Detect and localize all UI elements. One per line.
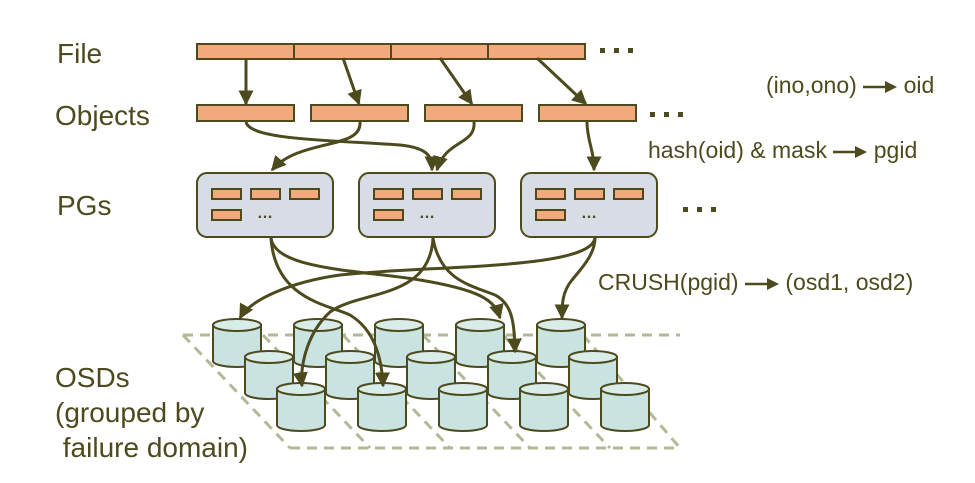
placement-group: … (358, 172, 496, 238)
pg-object (412, 188, 443, 200)
arrow (244, 121, 440, 172)
label-pgs: PGs (57, 190, 112, 221)
pg-object (451, 188, 482, 200)
arrow (433, 121, 476, 172)
annotation-crush-left: CRUSH(pgid) (598, 269, 739, 295)
pg-object (289, 188, 320, 200)
osd-body (357, 388, 407, 432)
osd-top (374, 318, 424, 332)
file-segment (487, 43, 586, 60)
arrow (269, 237, 504, 320)
pg-object (211, 209, 242, 221)
file-segment (390, 43, 489, 60)
osd-cylinder (438, 382, 488, 432)
label-objects: Objects (55, 100, 150, 131)
ellipsis-dots (600, 48, 716, 212)
label-osds-grouped: (grouped by (55, 397, 205, 428)
arrow (270, 121, 362, 172)
osd-top (325, 350, 375, 364)
osd-body (519, 388, 569, 432)
arrow (431, 237, 522, 354)
annotation-ino-to-oid: (ino,ono) oid (766, 72, 934, 98)
arrow-right-icon (744, 277, 779, 291)
osds (212, 318, 650, 432)
pg-object (373, 209, 404, 221)
object-block (196, 104, 295, 122)
annotation-hash-left: hash(oid) & mask (648, 137, 827, 163)
pgs-row: … … … (196, 172, 658, 238)
arrow (269, 237, 390, 388)
osd-top (406, 350, 456, 364)
osd-body (276, 388, 326, 432)
grid-divider (181, 333, 292, 450)
osd-top (455, 318, 505, 332)
label-osds-failure-domain: failure domain) (55, 432, 248, 463)
osd-cylinder (600, 382, 650, 432)
pg-object (613, 188, 644, 200)
osd-top (600, 382, 650, 396)
object-to-pg-arrows (244, 121, 602, 172)
arrow (292, 237, 435, 388)
file-ellipsis (600, 48, 633, 53)
pg-object (250, 188, 281, 200)
osd-top (244, 350, 294, 364)
placement-group: … (520, 172, 658, 238)
annotation-ino-right: oid (903, 72, 935, 98)
label-file: File (57, 38, 103, 69)
annotation-hash-to-pgid: hash(oid) & mask pgid (648, 137, 917, 163)
osd-cylinder (276, 382, 326, 432)
object-block (538, 104, 637, 122)
objects-row (196, 104, 637, 122)
arrow (585, 121, 602, 172)
osd-top (212, 318, 262, 332)
annotation-hash-right: pgid (873, 137, 918, 163)
pgs-ellipsis (683, 207, 716, 212)
file-to-object-arrows (238, 56, 588, 106)
arrow (554, 237, 597, 320)
osd-top (519, 382, 569, 396)
pg-object (574, 188, 605, 200)
pg-object (535, 188, 566, 200)
object-block (424, 104, 523, 122)
arrow (438, 57, 474, 106)
placement-group: … (196, 172, 334, 238)
file-segment (196, 43, 295, 60)
osd-top (487, 350, 537, 364)
pg-to-osd-arrows (238, 237, 597, 388)
osd-top (438, 382, 488, 396)
file-segment (293, 43, 392, 60)
arrow-right-icon (863, 80, 898, 94)
arrow (238, 237, 597, 320)
annotation-crush-to-osds: CRUSH(pgid) (osd1, osd2) (598, 269, 913, 295)
object-block (310, 104, 409, 122)
osd-top (568, 350, 618, 364)
annotation-ino-left: (ino,ono) (766, 72, 857, 98)
pg-object (373, 188, 404, 200)
objects-ellipsis (650, 112, 683, 117)
arrow-right-icon (833, 145, 868, 159)
osd-cylinder (519, 382, 569, 432)
pg-ellipsis: … (581, 205, 597, 222)
arrow (341, 57, 362, 106)
osd-cylinder (357, 382, 407, 432)
pg-object (535, 209, 566, 221)
osd-top (536, 318, 586, 332)
annotation-crush-right: (osd1, osd2) (785, 269, 914, 295)
osd-body (600, 388, 650, 432)
arrow (535, 56, 588, 106)
file-bar (196, 43, 586, 60)
label-osds: OSDs (55, 362, 130, 393)
pg-ellipsis: … (419, 205, 435, 222)
pg-object (211, 188, 242, 200)
osd-body (438, 388, 488, 432)
pg-ellipsis: … (257, 205, 273, 222)
